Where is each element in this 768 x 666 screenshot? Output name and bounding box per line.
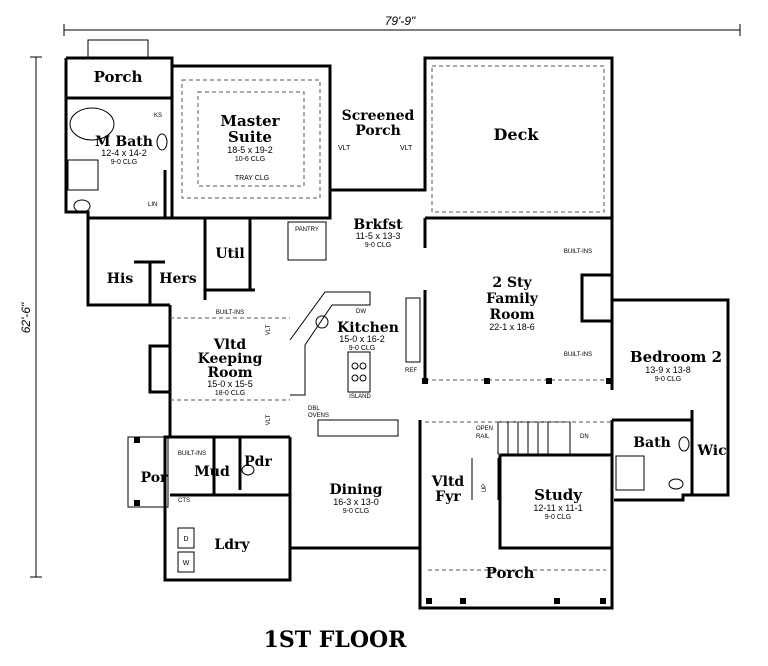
dw-label: DW <box>356 309 366 315</box>
screened-vlt-left: VLT <box>338 145 351 152</box>
bedroom2-label: Bedroom 2 <box>630 348 722 366</box>
porch-front-label: Porch <box>486 564 535 582</box>
keeping-vlt-top: VLT <box>266 324 272 335</box>
por-label: Por <box>141 470 168 486</box>
screened-porch-label: Screened <box>342 108 415 124</box>
util-label: Util <box>215 246 244 262</box>
dryer-label: D <box>183 536 188 543</box>
lin-label: LIN <box>148 202 157 208</box>
interior-walls <box>66 66 694 550</box>
family-builtins-bottom: BUILT-INS <box>564 352 592 358</box>
pdr-label: Pdr <box>244 454 272 470</box>
depth-dimension: 62'-6" <box>19 302 33 333</box>
foyer-label-1: Vltd <box>431 474 465 490</box>
bath-label: Bath <box>633 435 671 451</box>
keeping-label-1: Vltd <box>213 337 247 353</box>
master-suite-size: 18-5 x 19-2 <box>227 145 273 155</box>
master-suite-label: Master <box>220 112 280 130</box>
keeping-clg: 18-0 CLG <box>215 390 245 397</box>
floor-title: 1ST FLOOR <box>264 627 408 653</box>
dashed-features <box>170 65 612 571</box>
open-rail-2: RAIL <box>476 434 490 440</box>
deck-label: Deck <box>494 125 540 144</box>
open-rail-1: OPEN <box>476 426 493 432</box>
hers-label: Hers <box>159 271 197 287</box>
kitchen-label: Kitchen <box>337 320 399 336</box>
study-clg: 9-0 CLG <box>545 514 571 521</box>
island-label: ISLAND <box>349 394 371 400</box>
wic-label: Wic <box>696 443 726 459</box>
m-bath-size: 12-4 x 14-2 <box>101 148 147 158</box>
keeping-label-3: Room <box>207 365 252 381</box>
brkfst-label: Brkfst <box>353 217 403 233</box>
columns <box>134 378 612 604</box>
cts-label: CTS <box>178 498 190 504</box>
family-size: 22-1 x 18-6 <box>489 322 535 332</box>
ks-label: KS <box>154 113 162 119</box>
washer-label: W <box>183 560 190 567</box>
mud-builtins: BUILT-INS <box>178 451 206 457</box>
ldry-label: Ldry <box>214 537 250 553</box>
keeping-size: 15-0 x 15-5 <box>207 379 253 389</box>
master-suite-tray: TRAY CLG <box>235 175 269 182</box>
stairs-up-label: UP <box>482 484 488 492</box>
fixtures <box>67 107 690 573</box>
stairs-down-label: DN <box>580 434 589 440</box>
kitchen-size: 15-0 x 16-2 <box>339 334 385 344</box>
width-dimension: 79'-9" <box>385 14 416 28</box>
ref-label: REF <box>405 368 417 374</box>
master-suite-label-2: Suite <box>228 128 272 146</box>
screened-vlt-right: VLT <box>400 145 413 152</box>
keeping-label-2: Keeping <box>198 351 263 367</box>
mud-label: Mud <box>194 464 230 480</box>
brkfst-clg: 9-0 CLG <box>365 242 391 249</box>
dining-label: Dining <box>330 482 383 498</box>
family-builtins-top: BUILT-INS <box>564 249 592 255</box>
family-label-2: Family <box>486 291 539 307</box>
foyer-label-2: Fyr <box>435 489 461 505</box>
dimension-lines <box>30 24 741 578</box>
keeping-vlt-bottom: VLT <box>266 414 272 425</box>
family-label-1: 2 Sty <box>492 275 532 291</box>
porch-top-label: Porch <box>94 68 143 86</box>
screened-porch-label-2: Porch <box>355 123 401 139</box>
pantry-label: PANTRY <box>295 227 319 233</box>
bedroom2-size: 13-9 x 13-8 <box>645 365 691 375</box>
master-suite-clg: 10-6 CLG <box>235 156 265 163</box>
his-label: His <box>107 271 134 287</box>
ovens-label-2: OVENS <box>308 413 329 419</box>
kitchen-clg: 9-0 CLG <box>349 345 375 352</box>
family-label-3: Room <box>489 307 534 323</box>
bedroom2-clg: 9-0 CLG <box>655 376 681 383</box>
m-bath-clg: 9-0 CLG <box>111 159 137 166</box>
ovens-label-1: DBL <box>308 406 320 412</box>
study-size: 12-11 x 11-1 <box>533 503 582 513</box>
study-label: Study <box>534 486 583 504</box>
keeping-builtins: BUILT-INS <box>216 310 244 316</box>
dining-size: 16-3 x 13-0 <box>333 497 379 507</box>
m-bath-label: M Bath <box>95 134 153 150</box>
brkfst-size: 11-5 x 13-3 <box>356 231 401 241</box>
dining-clg: 9-0 CLG <box>343 508 369 515</box>
